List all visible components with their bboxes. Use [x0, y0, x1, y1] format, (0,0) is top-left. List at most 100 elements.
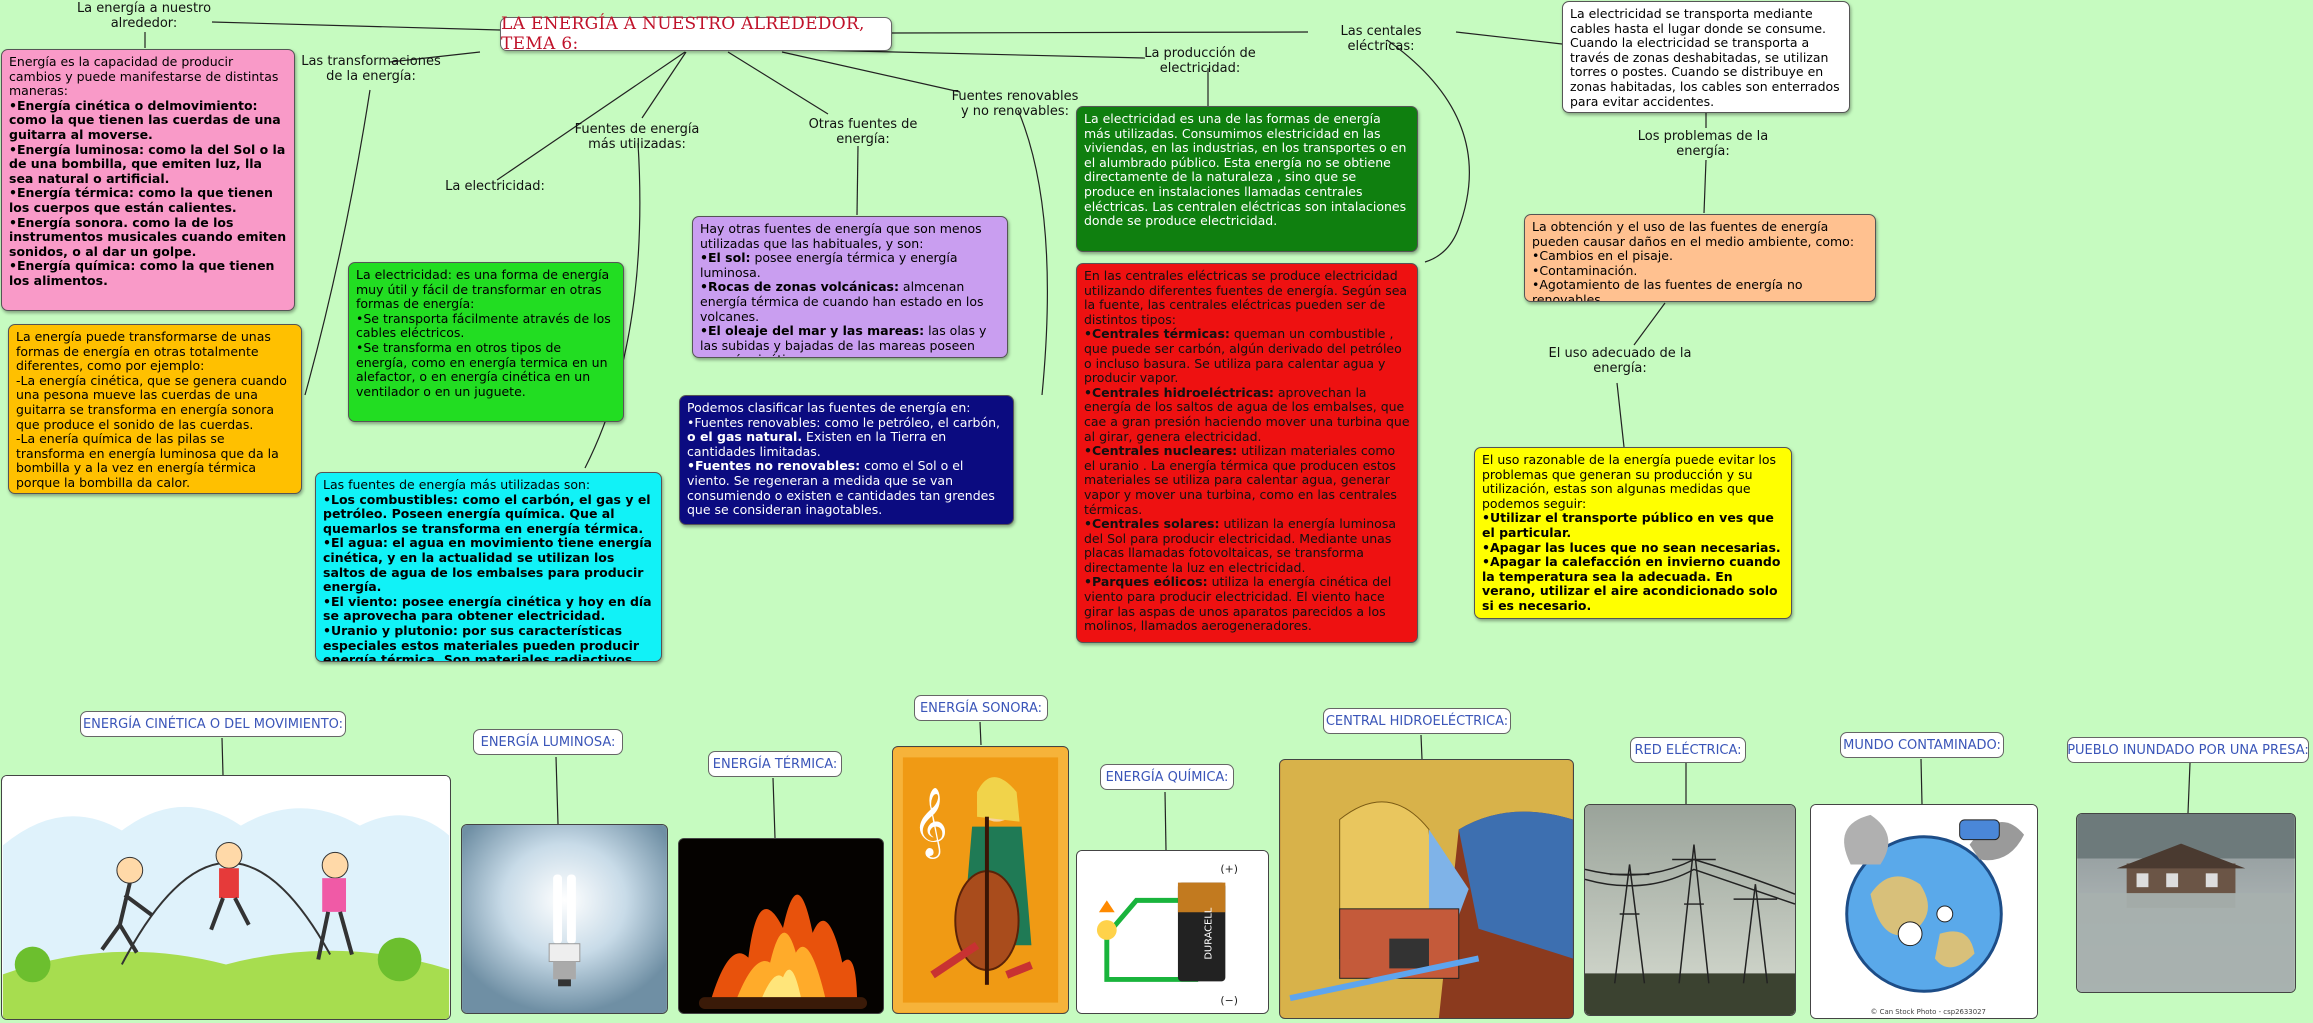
navy-intro: Podemos clasificar las fuentes de energí… [687, 400, 971, 415]
item-no-renovables: •Fuentes no renovables: como el Sol o el… [687, 459, 1006, 517]
box-uso-adecuado: El uso razonable de la energía puede evi… [1474, 447, 1792, 619]
item-termicas-term: •Centrales térmicas: [1084, 326, 1230, 342]
label-problemas: Los problemas de la energía: [1637, 129, 1769, 159]
item-renovables-term: o el gas natural. [687, 429, 803, 445]
caption-cinetica: ENERGÍA CINÉTICA O DEL MOVIMIENTO: [80, 711, 346, 737]
label-otras-fuentes: Otras fuentes de energía: [808, 117, 918, 147]
item-eolicos-text: utiliza la energía cinética del viento p… [1084, 574, 1392, 634]
item-oleaje-term: •El oleaje del mar y las mareas: [700, 323, 925, 339]
svg-text:𝄞: 𝄞 [913, 786, 948, 858]
box-formas-intro: Energía es la capacidad de producir camb… [9, 54, 279, 99]
item-sol: •El sol: posee energía térmica y energía… [700, 250, 1000, 280]
green-line: •Se transforma en otros tipos de energía… [356, 339, 608, 399]
image-hydro-plant [1279, 759, 1574, 1019]
item-rocas: •Rocas de zonas volcánicas: almcenan ene… [700, 280, 1000, 324]
item-no-renovables-term: •Fuentes no renovables: [687, 458, 861, 474]
battery-circuit-illustration: DURACELL (+) (−) [1077, 851, 1268, 1013]
item-apagar-luces: •Apagar las luces que no sean necesarias… [1482, 539, 1781, 555]
image-credit: © Can Stock Photo - csp2633027 [1871, 1008, 1986, 1016]
item-solares-term: •Centrales solares: [1084, 516, 1220, 532]
item-nucleares-text: utilizan materiales como el uranio . La … [1084, 443, 1397, 517]
box-produccion: La electricidad es una de las formas de … [1076, 106, 1418, 252]
item-sol-term: •El sol: [700, 250, 751, 266]
caption-sonora: ENERGÍA SONORA: [914, 695, 1048, 721]
battery-brand: DURACELL [1204, 907, 1215, 959]
item-no-renovables-text: como el Sol o el viento. Se regeneran a … [687, 458, 995, 518]
battery-plus: (+) [1220, 863, 1238, 876]
item-renovables-text: Existen en la Tierra en cantidades limit… [687, 429, 947, 459]
box-fuentes-usadas: Las fuentes de energía más utilizadas so… [315, 472, 662, 662]
battery-minus: (−) [1220, 994, 1238, 1007]
image-fire [678, 838, 884, 1014]
image-flooded-town [2076, 813, 2296, 993]
label-uso-adecuado: El uso adecuado de la energía: [1548, 346, 1692, 376]
box-transformaciones: La energía puede transformarse de unas f… [8, 324, 302, 494]
item-renovables: •Fuentes renovables: como le petróleo, e… [687, 414, 1006, 460]
peach-intro: La obtención y el uso de las fuentes de … [1532, 219, 1855, 249]
caption-quimica: ENERGÍA QUÍMICA: [1100, 764, 1234, 790]
caption-red-electrica: RED ELÉCTRICA: [1630, 737, 1746, 763]
label-electricidad: La electricidad: [445, 179, 545, 194]
item-sonora: •Energía sonora. como la de los instrume… [9, 214, 287, 259]
item-viento: •El viento: posee energía cinética y hoy… [323, 593, 652, 624]
item-termica: •Energía térmica: como la que tienen los… [9, 185, 273, 215]
item-cinetica: •Energía cinética o delmovimiento: como … [9, 97, 281, 142]
item-hidroelectricas: •Centrales hidroeléctricas: aprovechan l… [1084, 384, 1410, 444]
label-transformaciones: Las transformaciones de la energía: [301, 54, 441, 84]
power-grid-photo [1585, 805, 1795, 1015]
item-contaminacion: •Contaminación. [1532, 262, 1638, 278]
flooded-town-photo [2077, 814, 2295, 992]
green-line: La electricidad: es una forma de energía… [356, 267, 610, 312]
cellist-illustration: 𝄞 [893, 747, 1068, 1013]
purple-intro: Hay otras fuentes de energía que son men… [700, 221, 982, 251]
hydro-plant-diagram [1280, 760, 1573, 1018]
caption-luminosa: ENERGÍA LUMINOSA: [473, 729, 623, 755]
image-light-bulb [461, 824, 668, 1014]
green-line: •Se transporta fácilmente através de los… [356, 310, 611, 341]
orange-line: La energía puede transformarse de unas f… [16, 329, 271, 374]
item-termicas-text: queman un combustible , que puede ser ca… [1084, 326, 1402, 386]
label-alrededor: La energía a nuestro alrededor: [76, 1, 212, 31]
image-kids-jump-rope [1, 775, 451, 1020]
box-problemas: La obtención y el uso de las fuentes de … [1524, 214, 1876, 302]
item-quimica: •Energía química: como la que tienen los… [9, 258, 275, 288]
label-fuentes-usadas: Fuentes de energía más utilizadas: [574, 122, 700, 152]
box-transporte: La electricidad se transporta mediante c… [1562, 1, 1850, 113]
item-paisaje: •Cambios en el pisaje. [1532, 248, 1673, 264]
yellow-intro: El uso razonable de la energía puede evi… [1482, 452, 1777, 511]
caption-pueblo: PUEBLO INUNDADO POR UNA PRESA: [2067, 737, 2309, 763]
image-power-grid [1584, 804, 1796, 1016]
item-agotamiento: •Agotamiento de las fuentes de energía n… [1532, 277, 1803, 302]
dgreen-text: La electricidad es una de las formas de … [1084, 111, 1407, 229]
label-produccion: La producción de electricidad: [1144, 46, 1256, 76]
red-intro: En las centrales eléctricas se produce e… [1084, 268, 1408, 327]
item-renovables-pre: •Fuentes renovables: como le petróleo, e… [687, 414, 1001, 430]
item-luminosa: •Energía luminosa: como la del Sol o la … [9, 141, 286, 186]
orange-line: -La energía cinética, que se genera cuan… [16, 372, 287, 432]
item-termicas: •Centrales térmicas: queman un combustib… [1084, 327, 1410, 385]
caption-mundo: MUNDO CONTAMINADO: [1840, 732, 2004, 758]
item-agua: •El agua: el agua en movimiento tiene en… [323, 535, 652, 595]
fire-illustration [679, 839, 883, 1013]
kids-jump-rope-illustration [2, 776, 450, 1019]
item-nucleares-term: •Centrales nucleares: [1084, 443, 1238, 459]
item-nucleares: •Centrales nucleares: utilizan materiale… [1084, 443, 1410, 517]
item-rocas-term: •Rocas de zonas volcánicas: [700, 279, 899, 295]
item-solares: •Centrales solares: utilizan la energía … [1084, 516, 1410, 575]
orange-line: -La enería química de las pilas se trans… [16, 431, 279, 490]
cyan-intro: Las fuentes de energía más utilizadas so… [323, 477, 591, 492]
item-calefaccion: •Apagar la calefacción en invierno cuand… [1482, 554, 1781, 613]
caption-termica: ENERGÍA TÉRMICA: [708, 751, 842, 777]
image-cellist: 𝄞 [892, 746, 1069, 1014]
light-bulb-illustration [462, 825, 667, 1013]
item-oleaje: •El oleaje del mar y las mareas: las ola… [700, 323, 1000, 357]
box-renovables: Podemos clasificar las fuentes de energí… [679, 395, 1014, 525]
item-rocas-text: almcenan energía térmica de cuando han e… [700, 279, 984, 324]
image-battery-circuit: DURACELL (+) (−) [1076, 850, 1269, 1014]
box-formas-energia: Energía es la capacidad de producir camb… [1, 49, 295, 311]
item-uranio: •Uranio y plutonio: por sus característi… [323, 622, 640, 662]
box-otras-fuentes: Hay otras fuentes de energía que son men… [692, 216, 1008, 358]
item-hidro-text: aprovechan la energía de los saltos de a… [1084, 384, 1410, 444]
item-oleaje-text: las olas y las subidas y bajadas de las … [700, 323, 987, 357]
item-sol-text: posee energía térmica y energía luminosa… [700, 250, 958, 280]
